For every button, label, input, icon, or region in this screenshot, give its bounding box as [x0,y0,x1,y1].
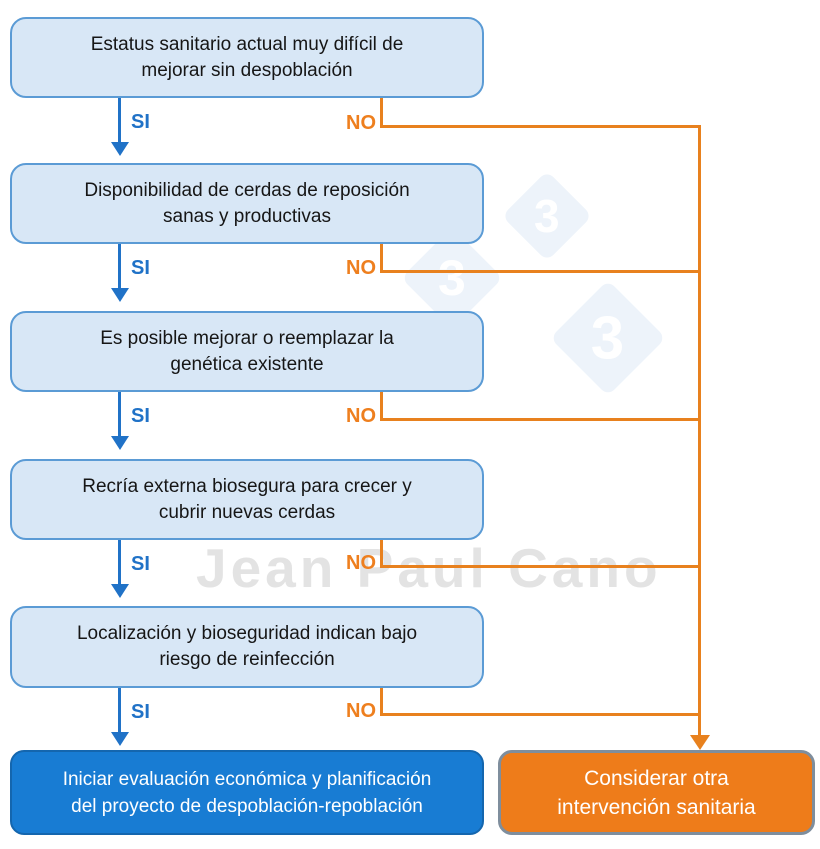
yes-arrowhead-3-icon [111,436,129,450]
watermark-text: Jean Paul Cano [196,537,662,599]
decision-box-1: Estatus sanitario actual muy difícil de … [10,17,484,98]
no-connector-3 [380,392,383,421]
yes-label-3: SI [131,405,150,427]
no-connector-5 [380,688,383,716]
yes-arrow-3 [118,392,121,436]
no-label-4: NO [346,552,376,574]
yes-arrowhead-5-icon [111,732,129,746]
logo-digit: 3 [591,304,625,372]
no-connector-2 [380,244,383,273]
yes-label-2: SI [131,257,150,279]
decision-box-5: Localización y bioseguridad indican bajo… [10,606,484,688]
yes-arrow-4 [118,540,121,584]
yes-label-5: SI [131,701,150,723]
no-connector-5-horizontal [380,713,701,716]
logo-diamond-2: 3 [550,280,666,396]
decision-box-3: Es posible mejorar o reemplazar la genét… [10,311,484,392]
no-label-5: NO [346,700,376,722]
outcome-box-yes: Iniciar evaluación económica y planifica… [10,750,484,835]
no-connector-3-horizontal [380,418,701,421]
yes-label-4: SI [131,553,150,575]
no-main-line [698,125,701,737]
no-label-3: NO [346,405,376,427]
outcome-box-no: Considerar otra intervención sanitaria [498,750,815,835]
no-connector-1 [380,98,383,128]
no-label-1: NO [346,112,376,134]
yes-arrow-5 [118,688,121,732]
no-arrowhead-icon [690,735,710,750]
yes-arrow-1 [118,98,121,142]
decision-box-4: Recría externa biosegura para crecer y c… [10,459,484,540]
logo-digit: 3 [438,250,466,306]
logo-diamond-1: 3 [501,170,593,262]
no-connector-4-horizontal [380,565,701,568]
no-connector-2-horizontal [380,270,701,273]
yes-arrowhead-1-icon [111,142,129,156]
yes-arrow-2 [118,244,121,288]
logo-digit: 3 [534,190,560,242]
decision-box-2: Disponibilidad de cerdas de reposición s… [10,163,484,244]
yes-arrowhead-2-icon [111,288,129,302]
no-connector-4 [380,540,383,568]
no-label-2: NO [346,257,376,279]
yes-arrowhead-4-icon [111,584,129,598]
yes-label-1: SI [131,111,150,133]
no-connector-1-horizontal [380,125,701,128]
